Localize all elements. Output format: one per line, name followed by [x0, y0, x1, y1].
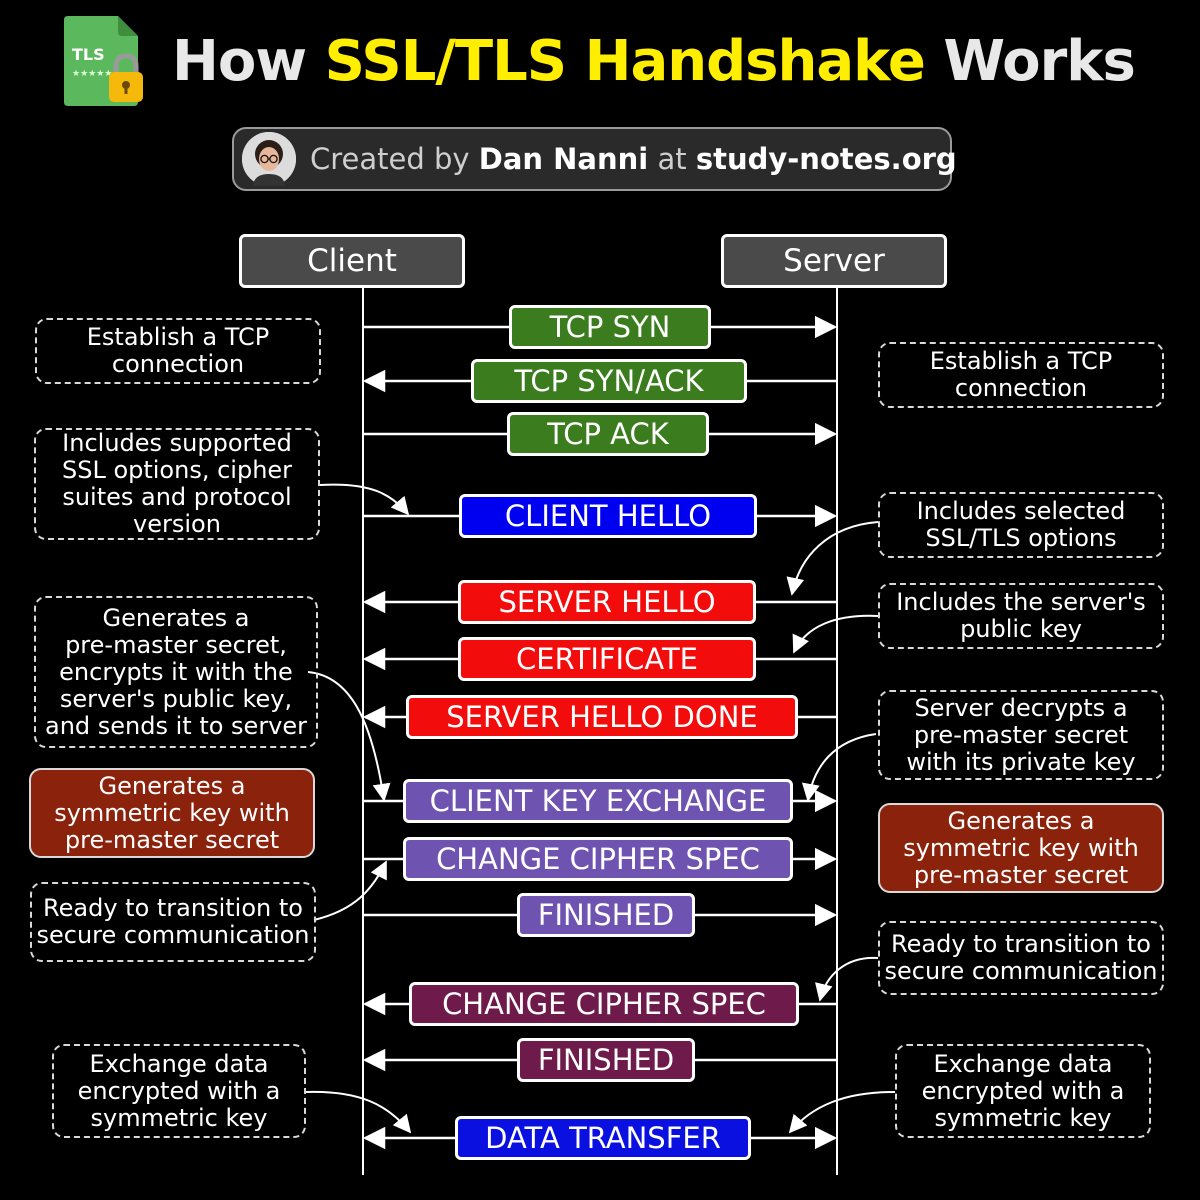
note-connector [788, 1091, 896, 1134]
message-change-cipher-spec: CHANGE CIPHER SPEC [403, 837, 793, 881]
note-connector [792, 614, 879, 654]
server-note: Includes the server's public key [878, 583, 1164, 649]
note-connector [801, 733, 877, 802]
server-note: Exchange data encrypted with a symmetric… [895, 1044, 1151, 1138]
note-connector [319, 483, 410, 516]
tls-logo-icon: TLS ★★★★★ [64, 16, 150, 112]
server-label: Server [783, 243, 885, 279]
client-note: Includes supported SSL options, cipher s… [34, 428, 320, 540]
message-finished: FINISHED [517, 893, 695, 937]
message-data-transfer: DATA TRANSFER [455, 1116, 751, 1160]
logo-text: TLS [72, 45, 105, 64]
client-note: Generates a symmetric key with pre-maste… [29, 768, 315, 858]
server-note: Ready to transition to secure communicat… [878, 921, 1164, 995]
message-finished: FINISHED [517, 1038, 695, 1082]
title-suffix: Works [924, 29, 1135, 94]
credit-middle: at [657, 142, 687, 176]
message-client-key-exchange: CLIENT KEY EXCHANGE [403, 779, 793, 823]
note-connector [313, 860, 387, 921]
client-note: Ready to transition to secure communicat… [30, 882, 316, 962]
message-change-cipher-spec: CHANGE CIPHER SPEC [409, 982, 799, 1026]
page-title: How SSL/TLS Handshake Works [172, 22, 1136, 102]
avatar [242, 132, 296, 186]
message-tcp-syn: TCP SYN [509, 305, 711, 349]
message-client-hello: CLIENT HELLO [459, 494, 757, 538]
message-tcp-ack: TCP ACK [507, 412, 709, 456]
client-actor: Client [239, 234, 465, 288]
title-highlight: SSL/TLS Handshake [324, 29, 926, 94]
note-connector [304, 1090, 412, 1134]
svg-text:★★★★★: ★★★★★ [72, 69, 112, 79]
credit-author: Dan Nanni [478, 142, 649, 176]
server-actor: Server [721, 234, 947, 288]
message-certificate: CERTIFICATE [458, 637, 756, 681]
message-server-hello-done: SERVER HELLO DONE [406, 695, 798, 739]
server-note: Generates a symmetric key with pre-maste… [878, 803, 1164, 893]
client-label: Client [307, 243, 397, 279]
server-note: Includes selected SSL/TLS options [878, 492, 1164, 558]
credit-banner: Created by Dan Nanni at study-notes.org [232, 127, 957, 191]
title-prefix: How [172, 29, 325, 94]
client-note: Generates a pre-master secret, encrypts … [34, 596, 318, 748]
client-note: Exchange data encrypted with a symmetric… [52, 1044, 306, 1138]
note-connector [815, 956, 879, 1002]
credit-site: study-notes.org [695, 142, 957, 176]
server-note: Establish a TCP connection [878, 342, 1164, 408]
message-tcp-syn-ack: TCP SYN/ACK [471, 359, 747, 403]
note-connector [786, 521, 879, 596]
server-note: Server decrypts a pre-master secret with… [878, 690, 1164, 780]
note-connector [307, 671, 391, 802]
credit-prefix: Created by [310, 142, 470, 176]
client-note: Establish a TCP connection [35, 318, 321, 384]
message-server-hello: SERVER HELLO [458, 580, 756, 624]
